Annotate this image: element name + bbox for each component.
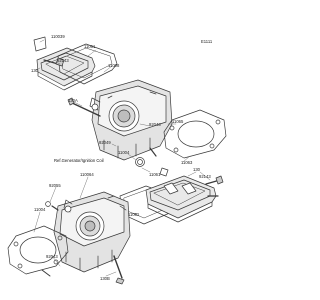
- part-number-label: 11061: [149, 172, 161, 177]
- part-number-label: 92055: [49, 183, 61, 188]
- part-number-label: E1111: [201, 39, 213, 44]
- part-number-label: 130B: [100, 276, 110, 281]
- cylinder-head-cover-lower: [145, 175, 217, 223]
- part-number-label: 11061: [128, 212, 140, 217]
- part-number-label: 11065: [172, 119, 184, 124]
- cover-bolts-lower: [205, 175, 224, 197]
- head-bolts-lower: [41, 201, 125, 285]
- cover-gasket-top: [57, 43, 118, 85]
- head-bolts-upper: [43, 57, 157, 157]
- part-number-label: 11004: [118, 150, 130, 155]
- leader-lines: [33, 39, 211, 277]
- part-number-label: 92143: [57, 58, 69, 63]
- part-number-label: 11063: [181, 160, 193, 165]
- part-number-label: 110039: [51, 34, 65, 39]
- part-number-label: 130: [193, 167, 200, 172]
- cylinder-head-upper: [89, 79, 173, 161]
- cylinder-gasket-lower: [7, 225, 69, 275]
- part-number-label: 11061: [84, 44, 96, 49]
- part-number-label: 92043: [149, 122, 161, 127]
- part-number-label: 11008: [108, 63, 120, 68]
- part-number-label: 92143: [199, 174, 211, 179]
- cylinder-gasket-upper: [163, 109, 227, 159]
- part-number-label: 92043: [46, 254, 58, 259]
- part-number-label: 130: [31, 68, 38, 73]
- part-number-label: 110064: [80, 172, 94, 177]
- part-number-label: 130A: [68, 98, 78, 103]
- reference-note: Ref.Generator/Ignition Coil: [54, 158, 104, 163]
- part-number-label: 92049: [99, 140, 111, 145]
- part-number-label: 11004: [34, 207, 46, 212]
- parts-diagram: E1111 110039 11061 92143 130 11008 11065…: [7, 34, 227, 285]
- exploded-view-drawing: [7, 36, 227, 285]
- cylinder-head-lower: [53, 191, 131, 273]
